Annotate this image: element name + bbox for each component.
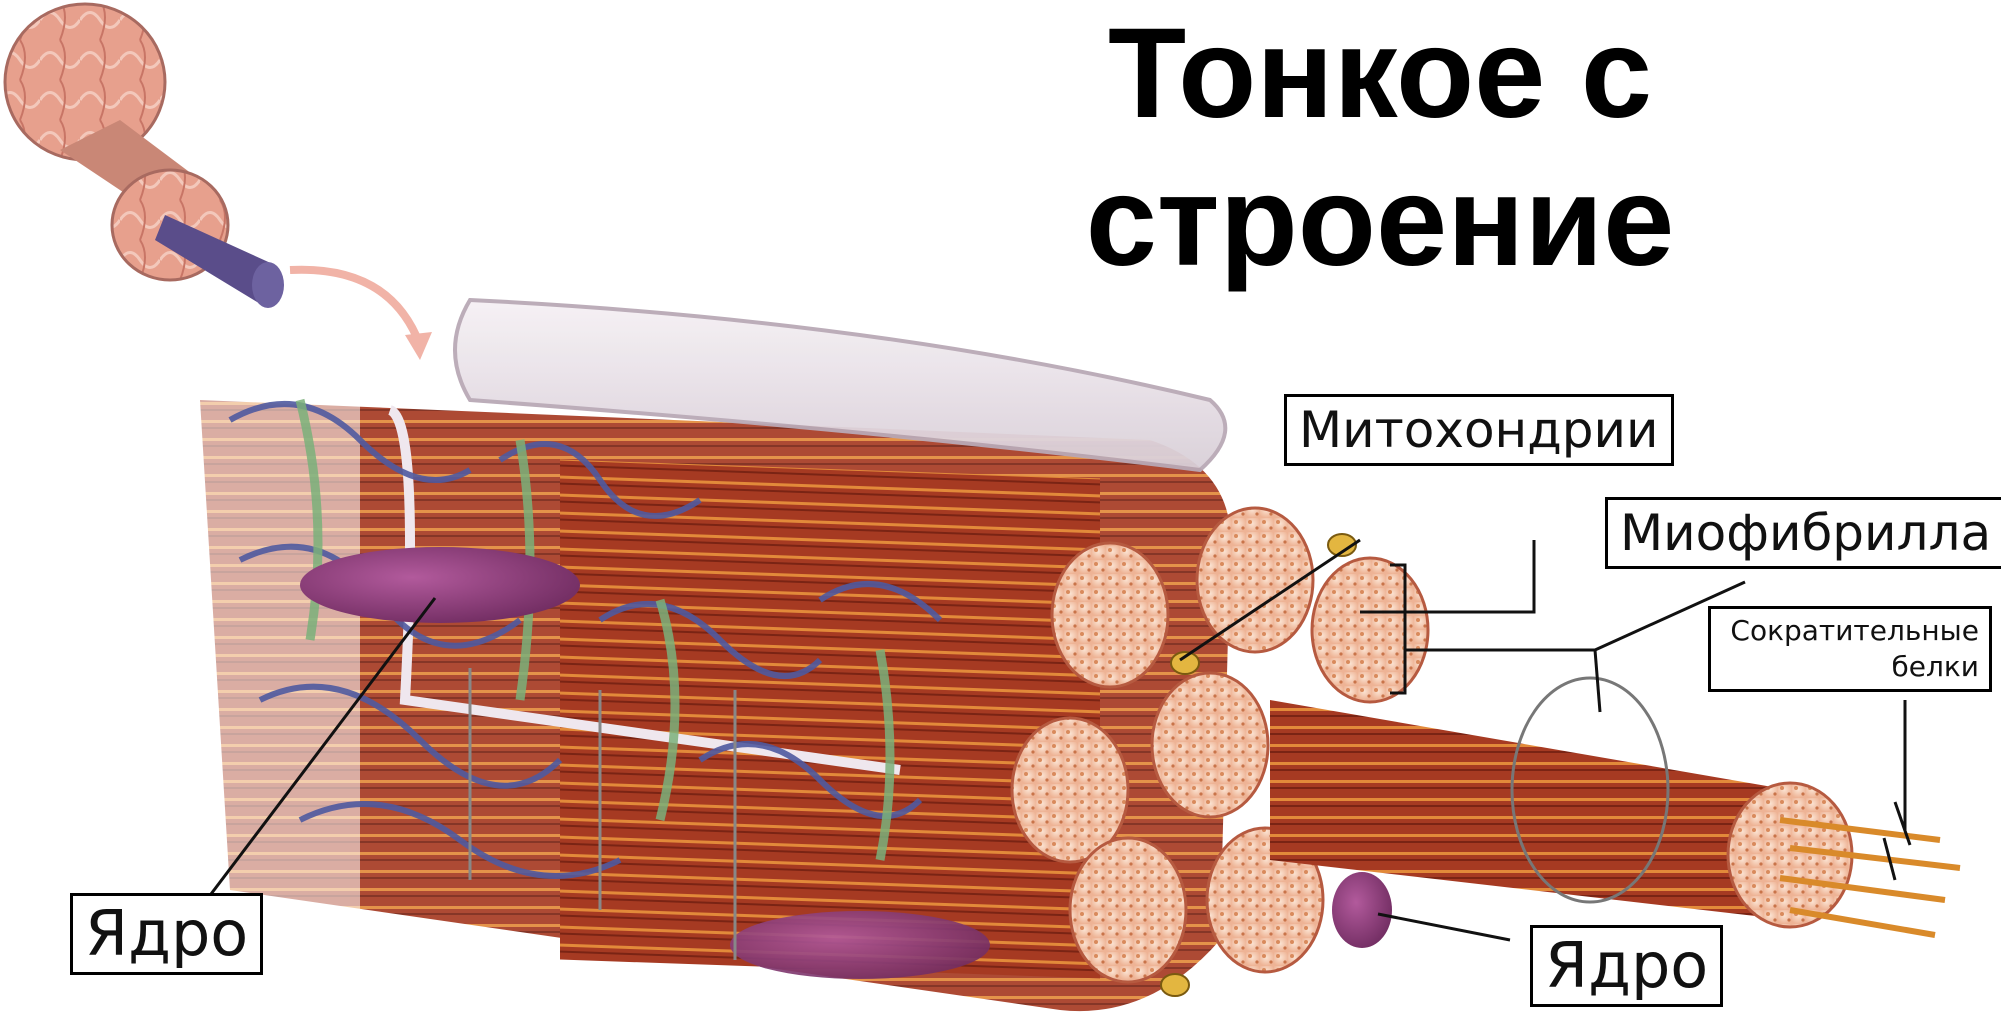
muscle-bundle-inset [5,4,284,308]
label-contractile-line-1: Сократительные [1721,613,1979,649]
title-line-1: Тонкое с [880,0,1880,148]
nucleus-right-shape [1332,872,1392,948]
label-nucleus-right: Ядро [1530,925,1723,1007]
label-mitochondria: Митохондрии [1284,394,1674,466]
title-line-2: строение [880,148,1880,296]
zoom-arrow [290,270,420,345]
page-title: Тонкое с строение [880,0,1880,296]
zoom-arrow-head [405,332,432,360]
nucleus-left-shape [300,547,580,623]
label-contractile-proteins: Сократительные белки [1708,606,1992,692]
label-nucleus-left: Ядро [70,893,263,975]
nucleus-bottom-shape [730,911,990,979]
label-contractile-line-2: белки [1721,649,1979,685]
label-myofibril: Миофибрилла [1605,497,2001,569]
